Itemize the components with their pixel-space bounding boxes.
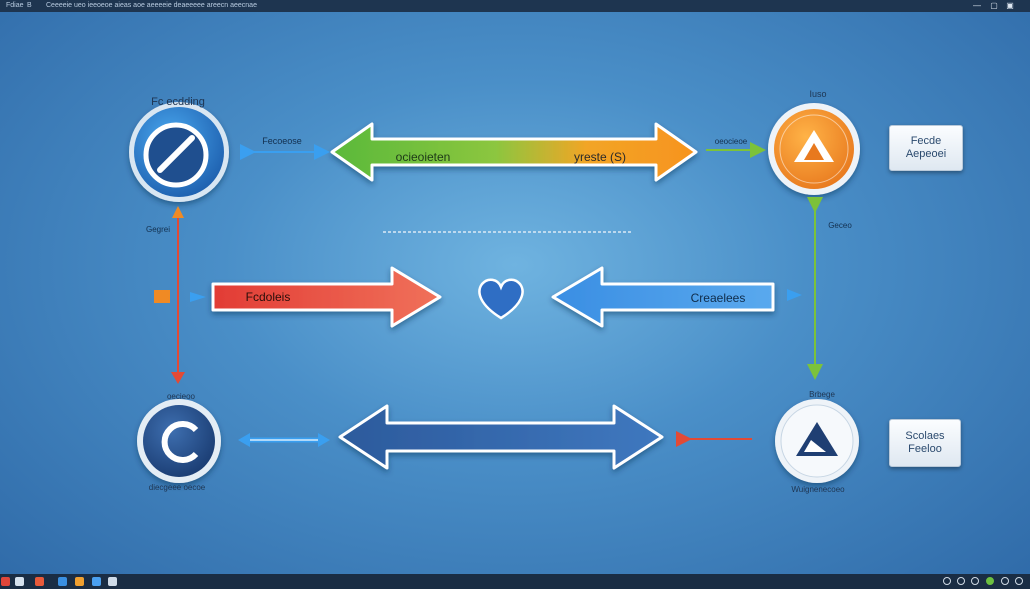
taskbar [0, 574, 1030, 589]
node-top-right[interactable] [768, 103, 860, 195]
arrow-down-red-icon [171, 372, 185, 384]
arrow-right-blue-small-icon [190, 292, 206, 302]
arrow-middle-left[interactable] [211, 266, 442, 328]
tray-icon[interactable] [1015, 577, 1023, 585]
app-icon[interactable] [108, 577, 117, 586]
app-icon[interactable] [15, 577, 24, 586]
app-icon[interactable] [35, 577, 44, 586]
node-bottom-left[interactable] [137, 399, 221, 483]
menu-item[interactable]: B [27, 2, 32, 9]
tray-status-icon[interactable] [986, 577, 994, 585]
arrow-middle-right-text: Creaelees [691, 291, 746, 305]
node-top-left-label: Fc ecdding [151, 96, 205, 108]
app-icon[interactable] [92, 577, 101, 586]
node-bottom-right-bottom-label: Wuignenecoeo [791, 485, 845, 494]
arrow-middle-right[interactable] [551, 266, 775, 328]
start-icon[interactable] [1, 577, 10, 586]
top-arrow-left-text: ocieoieten [396, 150, 451, 164]
info-card-top[interactable]: Fecde Aepeoei [889, 125, 963, 171]
top-arrow-right-text: yreste (S) [574, 150, 626, 164]
connector-top-left-label: Fecoeose [262, 136, 302, 146]
info-card-top-line1: Fecde [910, 135, 942, 147]
title-bar: Fdiae B Ceeeeie ueo ieeoeoe aieas aoe ae… [0, 0, 1030, 12]
orange-square-icon [154, 290, 170, 303]
double-arrow-top[interactable] [330, 122, 698, 182]
tray-icon[interactable] [971, 577, 979, 585]
close-icon[interactable]: ▣ [1006, 1, 1014, 10]
node-top-right-label: Iuso [809, 89, 826, 99]
info-card-top-line2: Aepeoei [905, 148, 947, 160]
arrow-right-blue-small-icon [787, 289, 802, 301]
double-arrow-bottom[interactable] [338, 404, 664, 470]
flow-diagram: Fc ecdding Iuso oecieoo diecgeee oecoe B… [129, 89, 860, 494]
info-card-bottom-line2: Feeloo [908, 443, 942, 455]
window-title: Ceeeeie ueo ieeoeoe aieas aoe aeeeeie de… [46, 2, 257, 9]
app-icon[interactable] [58, 577, 67, 586]
info-card-bottom[interactable]: Scolaes Feeloo [889, 419, 961, 467]
app-icon[interactable] [75, 577, 84, 586]
minimize-icon[interactable]: — [973, 1, 981, 10]
node-bottom-left-bottom-label: diecgeee oecoe [149, 483, 206, 492]
restore-icon[interactable]: ▢ [990, 1, 998, 10]
heart-icon [478, 278, 524, 320]
vertical-right-label: Geceo [828, 221, 852, 230]
tray-icon[interactable] [943, 577, 951, 585]
vertical-left-label: Gegrei [146, 225, 170, 234]
tray-icon[interactable] [1001, 577, 1009, 585]
node-top-left[interactable] [129, 102, 229, 202]
node-bottom-left-top-label: oecieoo [167, 392, 196, 401]
connector-bottom-left [238, 433, 330, 447]
info-card-bottom-line1: Scolaes [905, 430, 945, 442]
arrow-up-orange-icon [172, 206, 184, 218]
arrow-middle-left-text: Fcdoleis [246, 290, 291, 304]
menu-item[interactable]: Fdiae [6, 2, 24, 9]
node-bottom-right[interactable] [775, 399, 859, 483]
connector-top-right-label: oeocieoe [715, 137, 748, 146]
node-bottom-right-top-label: Brbege [809, 390, 835, 399]
tray-icon[interactable] [957, 577, 965, 585]
